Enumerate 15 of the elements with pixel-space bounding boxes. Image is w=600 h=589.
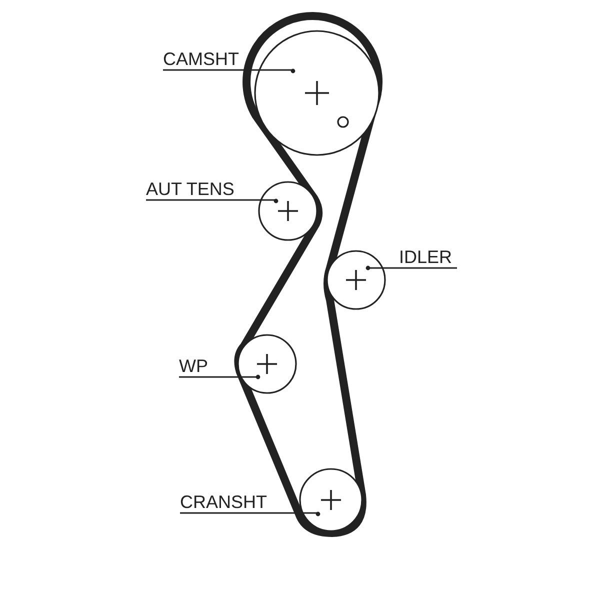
pulley bbox=[258, 181, 318, 241]
leader-line bbox=[180, 512, 320, 516]
part-label: WP bbox=[179, 356, 208, 376]
leader-line bbox=[163, 68, 296, 74]
leader-line bbox=[179, 374, 260, 380]
pulley bbox=[237, 334, 297, 394]
leader-line bbox=[146, 198, 278, 204]
part-label: AUT TENS bbox=[146, 179, 234, 199]
pulley bbox=[299, 468, 363, 532]
pulley bbox=[326, 250, 386, 310]
part-label: IDLER bbox=[399, 247, 452, 267]
part-label: CAMSHT bbox=[163, 49, 239, 69]
leader-line bbox=[366, 266, 457, 270]
part-label: CRANSHT bbox=[180, 492, 268, 512]
pulley bbox=[254, 30, 380, 156]
